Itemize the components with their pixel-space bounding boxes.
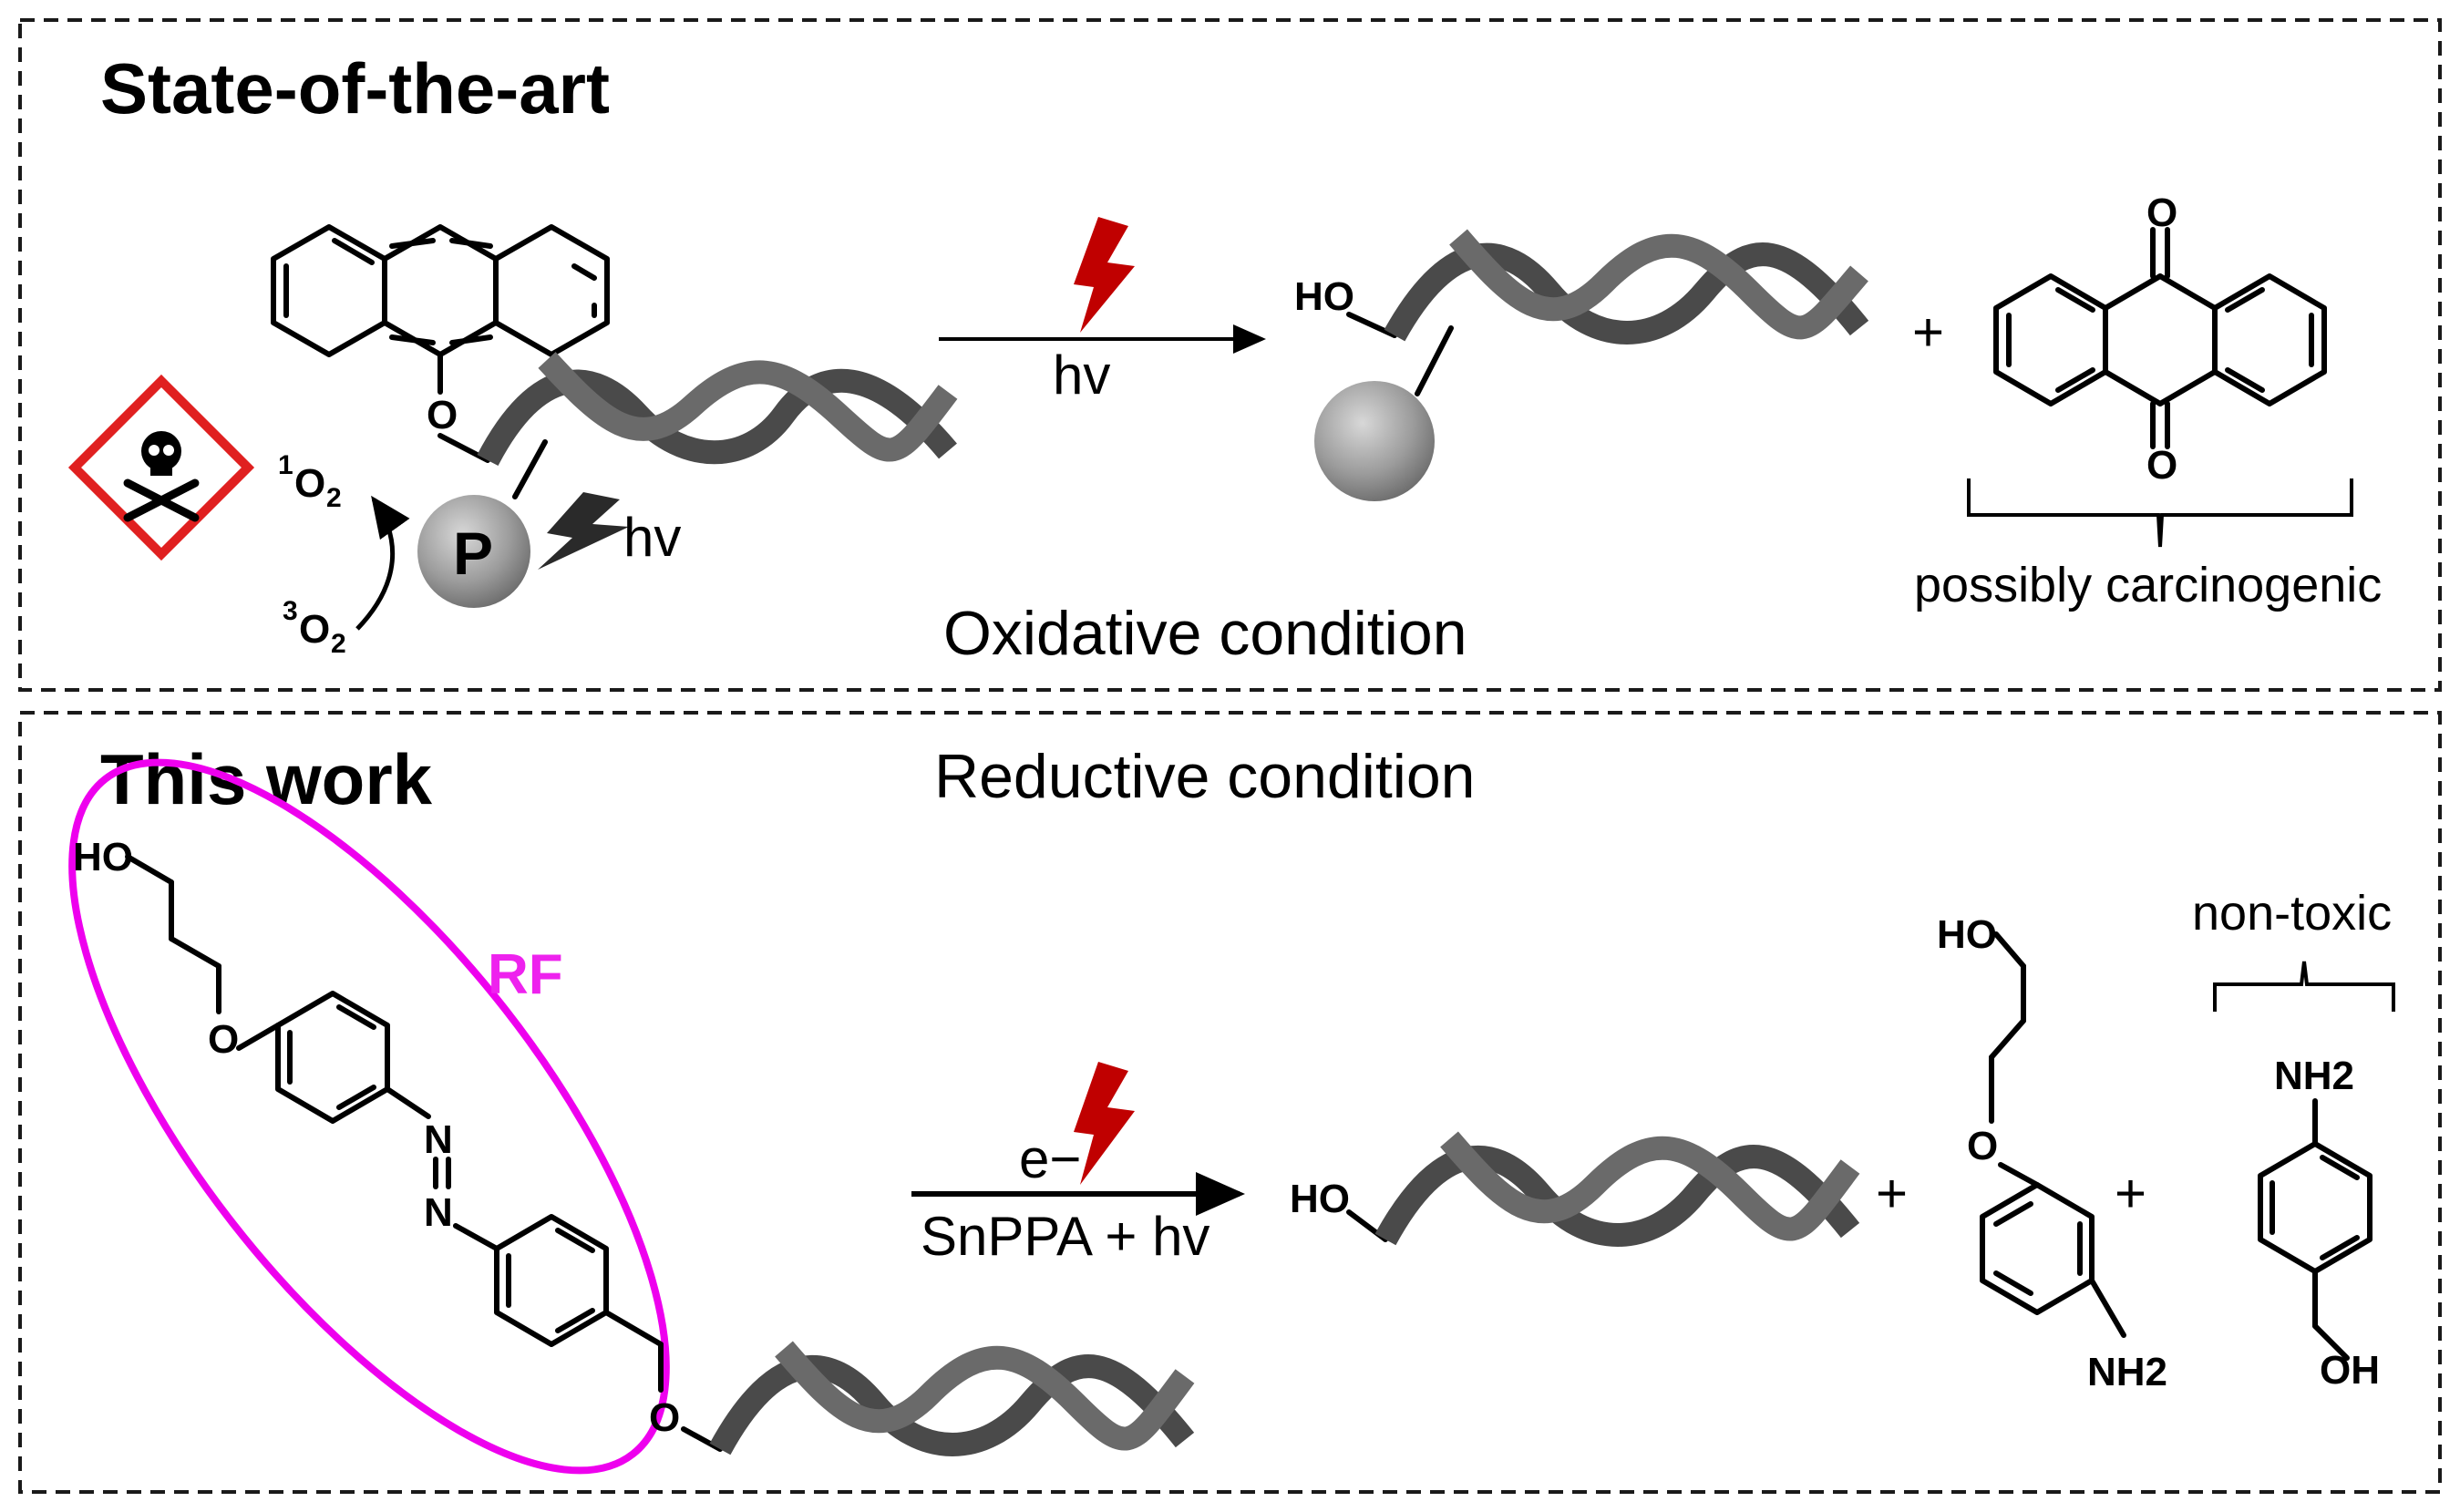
plus-sign: + <box>1912 302 1944 363</box>
linker-oxygen: O <box>427 393 458 437</box>
azobenzene-linker-structure: HO O N N O <box>73 835 723 1452</box>
plus-sign-1: + <box>1876 1163 1908 1224</box>
lightning-icon <box>1074 1062 1135 1185</box>
svg-text:3: 3 <box>283 596 298 626</box>
product-dna-strand-icon <box>1374 1131 1860 1247</box>
byproduct-note: possibly carcinogenic <box>1914 558 2382 612</box>
svg-text:NH2: NH2 <box>2274 1054 2354 1098</box>
svg-text:O: O <box>649 1395 680 1440</box>
light-excitation-icon <box>538 492 629 570</box>
dna-strand-icon <box>477 352 958 467</box>
anthraquinone-top-oxygen: O <box>2146 190 2177 235</box>
svg-text:O: O <box>294 461 325 506</box>
excitation-label: hv <box>623 507 681 568</box>
svg-text:NH2: NH2 <box>2087 1350 2167 1394</box>
svg-text:OH: OH <box>2320 1348 2380 1393</box>
svg-text:2: 2 <box>331 629 346 659</box>
aminophenol-ether-structure: HO O NH2 <box>1937 912 2167 1394</box>
singlet-oxygen-label: 1 O 2 <box>278 450 342 513</box>
photosensitizer-bead: P <box>417 495 530 608</box>
anthracene-caged-structure: O <box>271 224 610 499</box>
arrow-top-label: e− <box>1019 1128 1081 1189</box>
top-condition: Oxidative condition <box>943 599 1467 668</box>
bottom-panel-border <box>18 711 2442 1494</box>
rf-label: RF <box>488 943 563 1006</box>
anthraquinone-structure: O O <box>1993 190 2327 488</box>
photosensitizer-label: P <box>453 519 493 587</box>
svg-text:N: N <box>424 1117 453 1162</box>
non-toxic-bracket <box>2213 961 2395 1012</box>
top-panel-border <box>18 18 2442 692</box>
product-linker-bond <box>1346 312 1397 338</box>
svg-text:N: N <box>424 1190 453 1235</box>
plus-sign-2: + <box>2115 1163 2146 1224</box>
toxic-hazard-icon <box>67 374 255 561</box>
svg-text:O: O <box>1967 1124 1998 1168</box>
non-toxic-note: non-toxic <box>2192 886 2392 941</box>
top-panel: State-of-the-art O <box>18 18 2442 692</box>
product-hydroxyl-label: HO <box>1290 1177 1350 1221</box>
anthraquinone-bottom-oxygen: O <box>2146 443 2177 488</box>
lightning-icon <box>1074 217 1135 333</box>
byproduct-bracket <box>1967 478 2353 548</box>
svg-text:1: 1 <box>278 450 293 480</box>
rf-highlight-ellipse <box>68 758 670 1475</box>
top-panel-title: State-of-the-art <box>100 48 610 129</box>
bottom-panel: This work Reductive condition RF HO O N … <box>18 711 2442 1494</box>
product-dna-strand-icon <box>1384 229 1869 345</box>
product-bead <box>1314 325 1454 501</box>
product-hydroxyl-label: HO <box>1294 274 1354 319</box>
arrow-bottom-label: SnPPA + hv <box>921 1206 1209 1267</box>
triplet-oxygen-label: 3 O 2 <box>283 596 346 659</box>
svg-text:2: 2 <box>326 483 342 513</box>
svg-text:O: O <box>208 1017 239 1062</box>
aminobenzyl-alcohol-structure: NH2 OH <box>2258 1054 2380 1393</box>
start-dna-strand-icon <box>709 1341 1195 1456</box>
bottom-condition: Reductive condition <box>934 742 1475 811</box>
reaction-arrow-label: hv <box>1053 345 1110 406</box>
svg-text:HO: HO <box>1937 912 1997 957</box>
bottom-panel-title: This work <box>100 739 433 819</box>
svg-text:HO: HO <box>73 835 133 879</box>
oxygen-cycle-arrow <box>355 495 410 631</box>
svg-text:O: O <box>299 607 330 652</box>
